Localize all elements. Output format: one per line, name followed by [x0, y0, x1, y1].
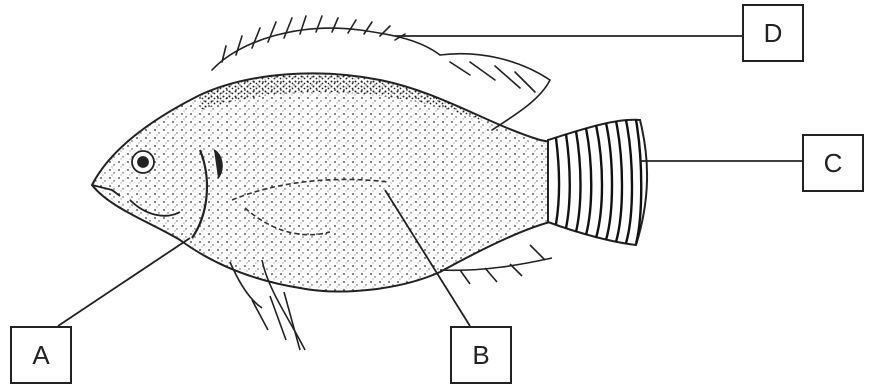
label-a: A	[10, 326, 72, 384]
label-b: B	[450, 326, 512, 384]
label-b-text: B	[472, 340, 489, 371]
label-c-text: C	[824, 148, 843, 179]
leader-line-a	[58, 238, 190, 326]
label-a-text: A	[32, 340, 49, 371]
label-d: D	[742, 4, 804, 62]
caudal-fin	[548, 120, 647, 245]
label-c: C	[802, 134, 864, 192]
label-d-text: D	[764, 18, 783, 49]
fish-body	[92, 73, 550, 291]
